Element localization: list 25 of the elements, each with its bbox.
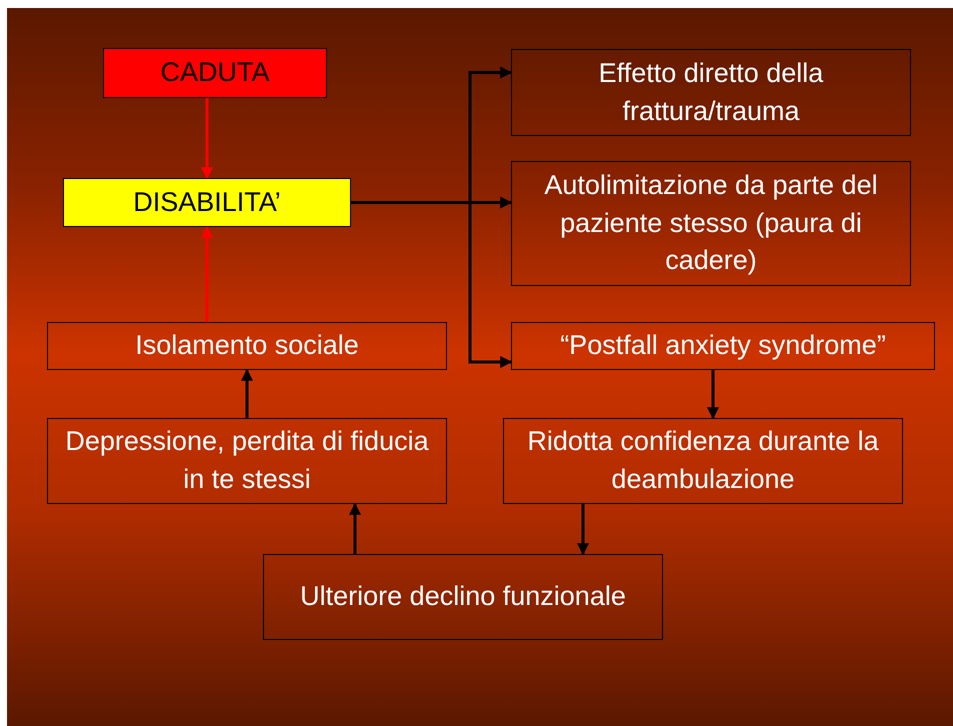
box-text: Autolimitazione da parte del paziente stesso (paura di cadere) — [543, 168, 879, 278]
box-text: “Postfall anxiety syndrome” — [559, 329, 887, 362]
box-text: Isolamento sociale — [134, 329, 360, 362]
arrow — [577, 504, 589, 556]
process-box — [511, 161, 911, 286]
arrow — [201, 226, 213, 322]
process-box — [47, 322, 447, 370]
process-box — [511, 322, 935, 370]
box-text: DISABILITA’ — [132, 186, 282, 219]
process-box — [63, 178, 351, 227]
box-text: Effetto diretto della frattura/trauma — [598, 56, 824, 128]
box-text: Ulteriore declino funzionale — [299, 580, 627, 614]
arrow — [351, 201, 512, 368]
box-text: Ridotta confidenza durante la deambulazione — [526, 425, 880, 496]
process-box — [263, 554, 663, 640]
process-box — [103, 48, 327, 98]
arrow — [349, 502, 361, 554]
arrow — [201, 98, 213, 180]
process-box — [503, 418, 903, 504]
arrow — [707, 370, 719, 420]
box-text: Depressione, perdita di fiducia in te stessi — [64, 425, 430, 496]
process-box — [47, 418, 447, 504]
box-text: CADUTA — [159, 56, 270, 90]
arrow — [241, 368, 253, 418]
process-box — [511, 49, 911, 136]
